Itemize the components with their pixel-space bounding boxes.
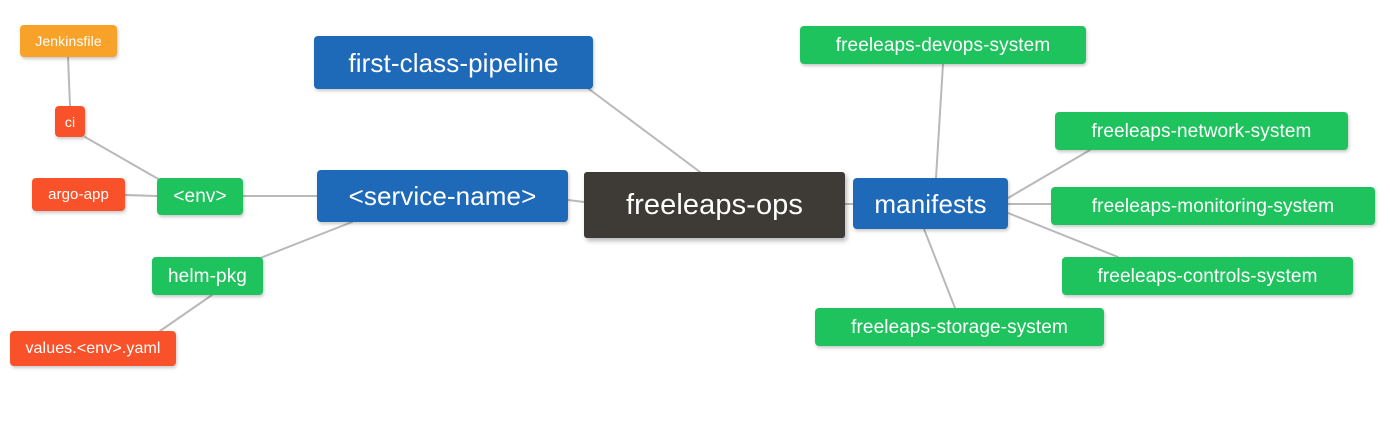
node-label-freeleaps-network-system: freeleaps-network-system <box>1091 120 1312 142</box>
edge-first-class-pipeline-to-root <box>588 88 701 173</box>
edge-manifests-to-freeleaps-devops-system <box>935 63 944 179</box>
node-label-freeleaps-devops-system: freeleaps-devops-system <box>835 34 1051 56</box>
node-argo-app[interactable]: argo-app <box>32 178 125 211</box>
node-helm-pkg[interactable]: helm-pkg <box>152 257 263 295</box>
node-label-jenkinsfile: Jenkinsfile <box>35 33 102 49</box>
node-values-yaml[interactable]: values.<env>.yaml <box>10 331 176 366</box>
node-freeleaps-network-system[interactable]: freeleaps-network-system <box>1055 112 1348 150</box>
edge-helm-pkg-to-service-name <box>249 221 353 263</box>
node-label-freeleaps-controls-system: freeleaps-controls-system <box>1097 265 1318 287</box>
node-freeleaps-monitoring-system[interactable]: freeleaps-monitoring-system <box>1051 187 1375 225</box>
node-env[interactable]: <env> <box>157 178 243 215</box>
node-label-values-yaml: values.<env>.yaml <box>25 339 161 357</box>
node-label-manifests: manifests <box>874 188 987 219</box>
node-freeleaps-storage-system[interactable]: freeleaps-storage-system <box>815 308 1104 346</box>
edge-service-name-to-root <box>567 199 585 203</box>
node-label-ci: ci <box>64 113 76 130</box>
node-freeleaps-devops-system[interactable]: freeleaps-devops-system <box>800 26 1086 64</box>
node-manifests[interactable]: manifests <box>853 178 1008 229</box>
node-label-root: freeleaps-ops <box>625 188 803 221</box>
node-label-env: <env> <box>173 186 227 207</box>
node-freeleaps-controls-system[interactable]: freeleaps-controls-system <box>1062 257 1353 295</box>
node-label-freeleaps-storage-system: freeleaps-storage-system <box>851 316 1068 338</box>
edge-argo-app-to-env <box>124 194 158 197</box>
node-ci[interactable]: ci <box>55 106 85 137</box>
node-label-freeleaps-monitoring-system: freeleaps-monitoring-system <box>1091 195 1335 217</box>
node-label-first-class-pipeline: first-class-pipeline <box>348 47 559 78</box>
edge-ci-to-env <box>84 136 161 181</box>
node-root[interactable]: freeleaps-ops <box>584 172 845 238</box>
edge-manifests-to-freeleaps-storage-system <box>923 228 956 309</box>
node-label-service-name: <service-name> <box>348 181 537 211</box>
node-first-class-pipeline[interactable]: first-class-pipeline <box>314 36 593 89</box>
edge-jenkinsfile-to-ci <box>67 56 71 107</box>
node-service-name[interactable]: <service-name> <box>317 170 568 222</box>
edge-values-yaml-to-helm-pkg <box>159 294 213 332</box>
node-jenkinsfile[interactable]: Jenkinsfile <box>20 25 117 57</box>
node-label-argo-app: argo-app <box>48 186 109 203</box>
node-label-helm-pkg: helm-pkg <box>168 265 247 287</box>
